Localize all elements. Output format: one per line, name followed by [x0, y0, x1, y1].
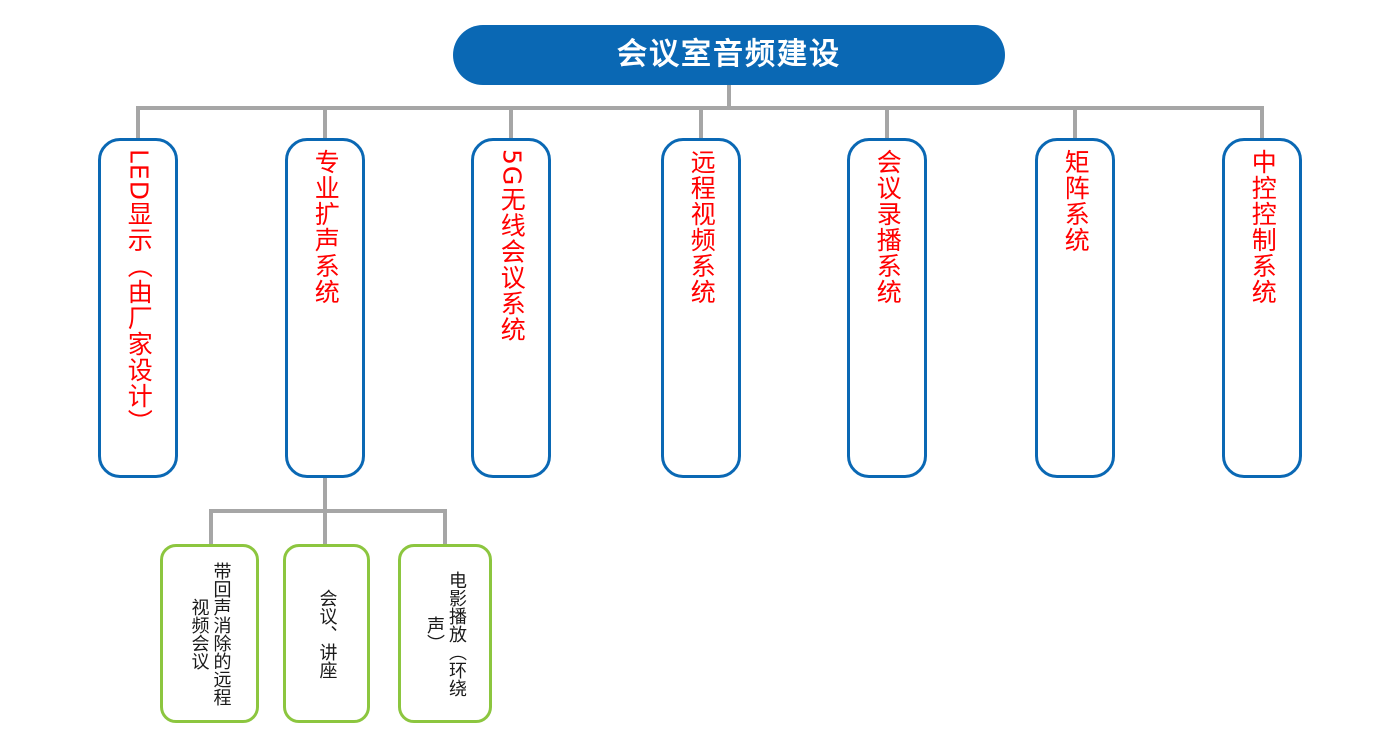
node-meeting-lecture-label: 会议、讲座: [316, 588, 338, 679]
connector-drop-l2-1: [209, 509, 213, 546]
node-aec-remote-conf[interactable]: 带回声消除的远程视频会议: [160, 544, 259, 723]
node-remote-video-label: 远程视频系统: [687, 149, 717, 305]
node-aec-remote-conf-label: 带回声消除的远程视频会议: [188, 561, 232, 706]
connector-root-stem: [727, 85, 731, 110]
node-conf-recording-label: 会议录播系统: [873, 149, 903, 305]
node-5g-wireless[interactable]: 5G无线会议系统: [471, 138, 551, 478]
root-node-label: 会议室音频建设: [617, 37, 841, 72]
node-pro-sound-label: 专业扩声系统: [311, 149, 341, 305]
node-central-control-label: 中控控制系统: [1248, 149, 1278, 305]
node-meeting-lecture[interactable]: 会议、讲座: [283, 544, 370, 723]
node-central-control[interactable]: 中控控制系统: [1222, 138, 1302, 478]
connector-drop-l2-3: [443, 509, 447, 546]
node-movie-playback-label: 电影播放（环绕声）: [424, 570, 467, 697]
root-node[interactable]: 会议室音频建设: [453, 25, 1005, 85]
node-remote-video[interactable]: 远程视频系统: [661, 138, 741, 478]
connector-level2-bus: [209, 509, 445, 513]
node-led-display-label: LED显示（由厂家设计）: [124, 149, 154, 435]
node-conf-recording[interactable]: 会议录播系统: [847, 138, 927, 478]
connector-drop-4: [699, 106, 703, 140]
node-movie-playback[interactable]: 电影播放（环绕声）: [398, 544, 492, 723]
connector-drop-5: [885, 106, 889, 140]
node-matrix-system[interactable]: 矩阵系统: [1035, 138, 1115, 478]
connector-drop-6: [1073, 106, 1077, 140]
connector-drop-l2-2: [323, 509, 327, 546]
connector-drop-1: [136, 106, 140, 140]
connector-drop-7: [1260, 106, 1264, 140]
connector-prosound-stem: [323, 478, 327, 513]
node-matrix-system-label: 矩阵系统: [1061, 149, 1091, 253]
node-led-display[interactable]: LED显示（由厂家设计）: [98, 138, 178, 478]
node-pro-sound[interactable]: 专业扩声系统: [285, 138, 365, 478]
node-5g-wireless-label: 5G无线会议系统: [497, 149, 527, 343]
connector-drop-3: [509, 106, 513, 140]
connector-drop-2: [323, 106, 327, 140]
